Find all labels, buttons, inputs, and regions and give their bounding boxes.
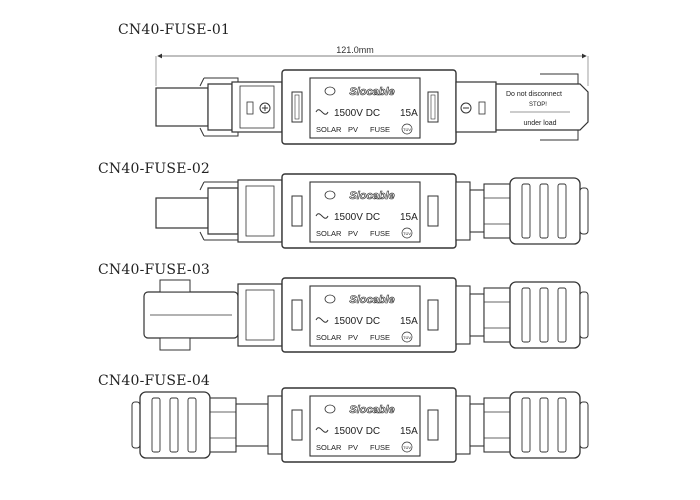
rating-current: 15A bbox=[400, 108, 418, 119]
rating-voltage: 1500V DC bbox=[334, 108, 380, 119]
cert-mark: TÜV bbox=[403, 335, 411, 340]
variant-title-02: CN40-FUSE-02 bbox=[98, 161, 211, 177]
connector-row-04: Slocable 1500V DC 15A SOLAR PV FUSE TÜV bbox=[131, 387, 589, 463]
variant-title-04: CN40-FUSE-04 bbox=[98, 373, 211, 389]
connector-row-03: Slocable 1500V DC 15A SOLAR PV FUSE TÜV bbox=[143, 277, 589, 353]
fuse-symbol-icon bbox=[315, 427, 329, 433]
cert-mark: TÜV bbox=[403, 127, 411, 132]
label-fuse: FUSE bbox=[370, 333, 390, 342]
rating-voltage: 1500V DC bbox=[334, 212, 380, 223]
dimension-label: 121.0mm bbox=[336, 45, 374, 55]
cert-mark: TÜV bbox=[403, 231, 411, 236]
brand-text: Slocable bbox=[349, 294, 394, 306]
fuse-symbol-icon bbox=[315, 213, 329, 219]
label-solar: SOLAR bbox=[316, 229, 342, 238]
label-solar: SOLAR bbox=[316, 333, 342, 342]
right-socket bbox=[495, 83, 589, 131]
fuse-symbol-icon bbox=[315, 109, 329, 115]
gland-nut bbox=[509, 177, 581, 245]
label-pv: PV bbox=[348, 229, 358, 238]
variant-title-01: CN40-FUSE-01 bbox=[118, 22, 231, 38]
connector-row-01: Slocable 1500V DC 15A SOLAR PV FUSE TÜV … bbox=[155, 69, 589, 145]
male-pin-tube bbox=[155, 87, 209, 127]
warning-line3: under load bbox=[523, 120, 556, 127]
brand-text: Slocable bbox=[349, 404, 394, 416]
left-shoulder bbox=[207, 83, 233, 131]
cert-mark: TÜV bbox=[403, 445, 411, 450]
brand-text: Slocable bbox=[349, 190, 394, 202]
gland-nut bbox=[509, 281, 581, 349]
fuse-symbol-icon bbox=[315, 317, 329, 323]
warning-line1: Do not disconnect bbox=[506, 91, 562, 98]
label-pv: PV bbox=[348, 125, 358, 134]
rating-voltage: 1500V DC bbox=[334, 316, 380, 327]
gland-nut-left bbox=[139, 391, 211, 459]
fuse-label-panel bbox=[309, 77, 421, 139]
rating-current: 15A bbox=[400, 212, 418, 223]
rating-voltage: 1500V DC bbox=[334, 426, 380, 437]
label-fuse: FUSE bbox=[370, 229, 390, 238]
connector-row-02: Slocable 1500V DC 15A SOLAR PV FUSE TÜV bbox=[155, 173, 589, 249]
left-housing bbox=[231, 81, 283, 133]
label-pv: PV bbox=[348, 333, 358, 342]
dimension-group: 121.0mm bbox=[155, 45, 589, 86]
rating-current: 15A bbox=[400, 426, 418, 437]
rating-current: 15A bbox=[400, 316, 418, 327]
label-solar: SOLAR bbox=[316, 125, 342, 134]
warning-line2: STOP! bbox=[529, 102, 547, 108]
brand-text: Slocable bbox=[349, 86, 394, 98]
variant-title-03: CN40-FUSE-03 bbox=[98, 262, 211, 278]
label-solar: SOLAR bbox=[316, 443, 342, 452]
label-fuse: FUSE bbox=[370, 443, 390, 452]
label-fuse: FUSE bbox=[370, 125, 390, 134]
label-pv: PV bbox=[348, 443, 358, 452]
gland-nut-right bbox=[509, 391, 581, 459]
